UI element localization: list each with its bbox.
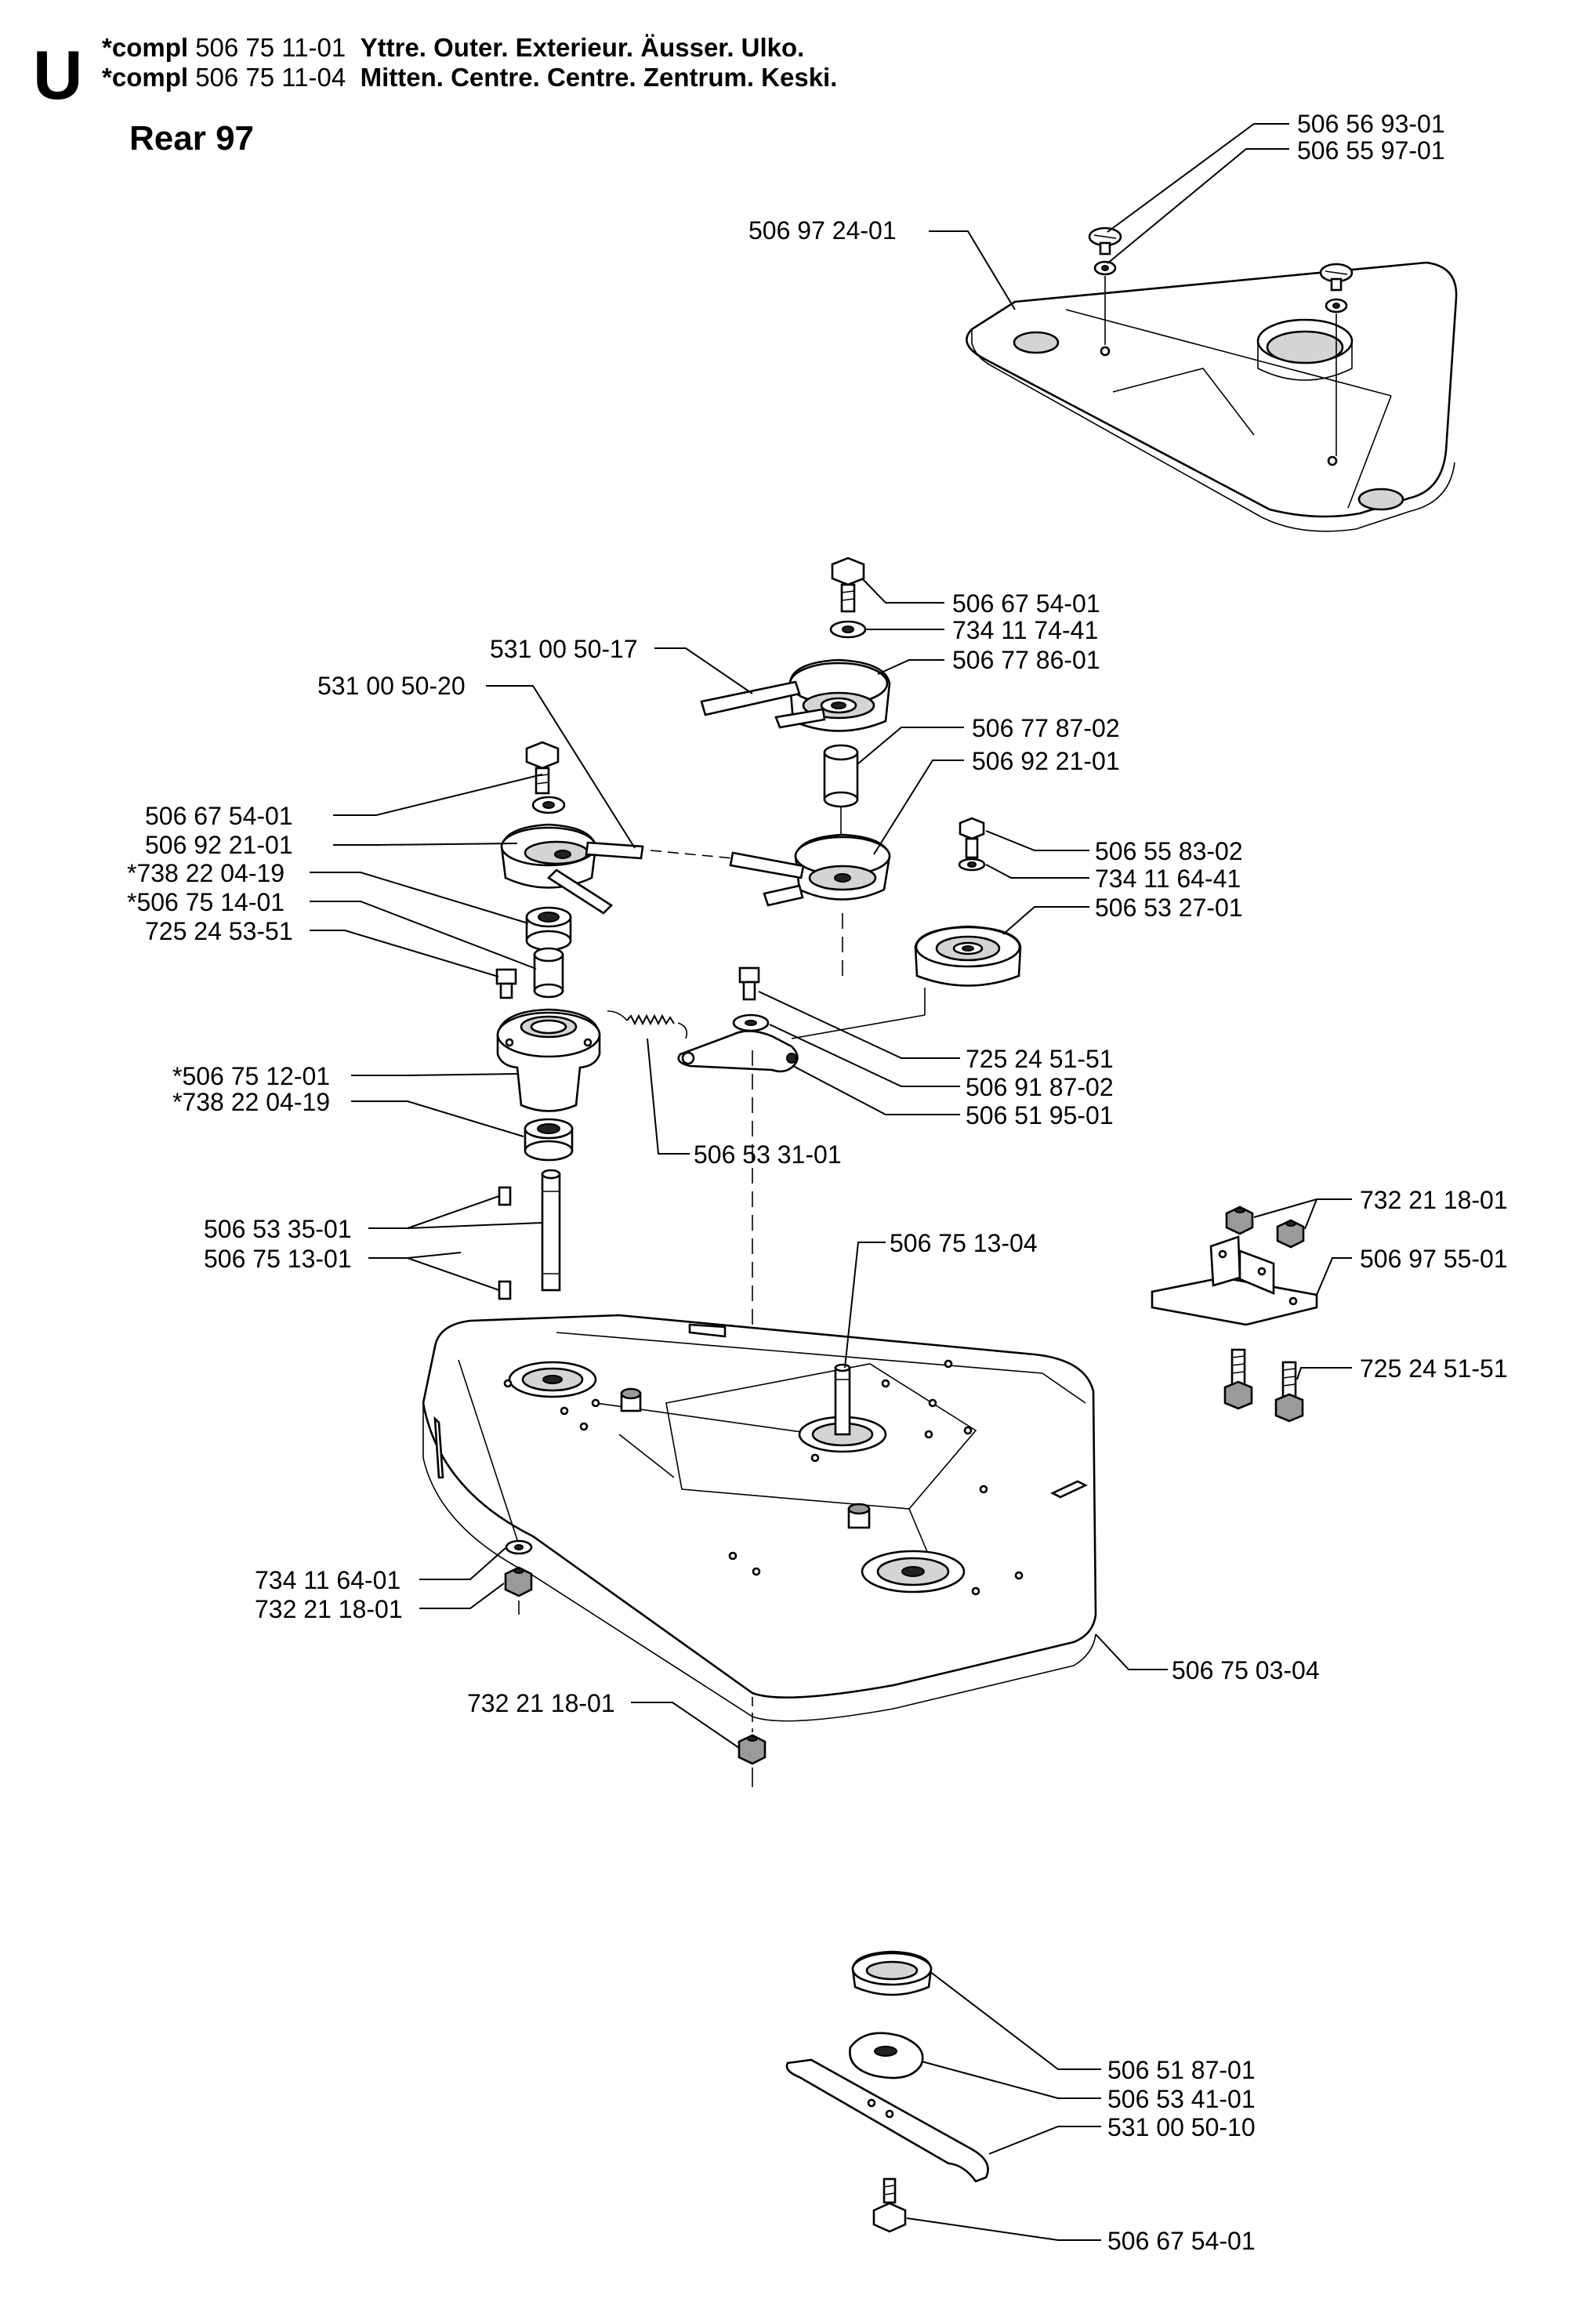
label-506-77-87-02: 506 77 87-02 — [972, 714, 1120, 742]
label-725-24-51-51-bracket: 725 24 51-51 — [1360, 1354, 1508, 1383]
underside-nut-left — [504, 1566, 533, 1615]
label-725-24-53-51: 725 24 53-51 — [145, 917, 293, 945]
center-bolt — [829, 557, 867, 639]
idler-arm — [677, 1013, 799, 1073]
bracket-nut-right — [1276, 1219, 1305, 1249]
label-506-55-83-02: 506 55 83-02 — [1095, 837, 1243, 865]
label-531-00-50-20: 531 00 50-20 — [317, 672, 466, 700]
label-732-21-18-01-underside: 732 21 18-01 — [255, 1595, 403, 1623]
label-734-11-64-01: 734 11 64-01 — [255, 1566, 400, 1594]
mounting-bracket — [1151, 1235, 1318, 1326]
left-bearing-upper — [525, 906, 572, 952]
header-line-2-number: 506 75 11-04 — [195, 63, 346, 92]
lower-center-pulley — [729, 833, 891, 980]
label-506-75-13-01: 506 75 13-01 — [204, 1245, 352, 1273]
label-531-00-50-17: 531 00 50-17 — [490, 635, 638, 663]
label-506-51-95-01: 506 51 95-01 — [966, 1101, 1114, 1129]
label-506-92-21-01-left: 506 92 21-01 — [145, 831, 293, 859]
label-531-00-50-10: 531 00 50-10 — [1107, 2113, 1256, 2141]
bracket-bolt-right — [1274, 1361, 1304, 1423]
label-506-92-21-01-center: 506 92 21-01 — [972, 747, 1120, 775]
header-line-1-prefix: *compl — [102, 33, 189, 62]
left-bolt — [525, 741, 566, 814]
upper-center-pulley — [700, 658, 891, 732]
left-pulley — [500, 823, 734, 915]
header-line-1-text: Yttre. Outer. Exterieur. Äusser. Ulko. — [360, 33, 805, 62]
label-506-77-86-01: 506 77 86-01 — [952, 646, 1100, 674]
bracket-bolt-left — [1223, 1348, 1253, 1410]
label-732-21-18-01-bracket: 732 21 18-01 — [1360, 1186, 1508, 1214]
left-spindle-shaft — [541, 1169, 561, 1292]
label-738-22-04-19-lower: *738 22 04-19 — [172, 1088, 330, 1116]
label-506-53-27-01: 506 53 27-01 — [1095, 894, 1243, 922]
diagram-subtitle: Rear 97 — [129, 119, 255, 158]
label-506-97-55-01: 506 97 55-01 — [1360, 1245, 1508, 1273]
header-line-2: *compl 506 75 11-04 Mitten. Centre. Cent… — [102, 63, 837, 92]
label-734-11-74-41: 734 11 74-41 — [952, 616, 1098, 644]
label-506-91-87-02: 506 91 87-02 — [966, 1073, 1114, 1101]
idler-bolt — [738, 966, 760, 1001]
left-spindle-housing — [496, 1008, 601, 1112]
idler-connector-line — [791, 1014, 926, 1039]
center-spacer — [823, 744, 859, 835]
underside-nut-center — [738, 1697, 767, 1787]
section-letter: U — [33, 36, 83, 114]
top-cover-drawing — [966, 261, 1458, 532]
mower-blade — [785, 2058, 989, 2183]
label-506-67-54-01-top: 506 67 54-01 — [952, 589, 1100, 618]
underside-washer — [505, 1539, 533, 1555]
blade-hub — [849, 2032, 924, 2079]
shaft-keys — [498, 1186, 512, 1300]
header-line-1: *compl 506 75 11-01 Yttre. Outer. Exteri… — [102, 33, 804, 63]
label-506-67-54-01-left: 506 67 54-01 — [145, 802, 293, 830]
label-506-53-35-01: 506 53 35-01 — [204, 1215, 352, 1243]
label-738-22-04-19-upper: *738 22 04-19 — [127, 859, 284, 887]
header-line-1-number: 506 75 11-01 — [195, 33, 346, 62]
label-506-67-54-01-blade: 506 67 54-01 — [1107, 2227, 1256, 2255]
label-725-24-51-51-center: 725 24 51-51 — [966, 1045, 1114, 1073]
header-line-2-prefix: *compl — [102, 63, 189, 92]
cover-knob-right — [1319, 263, 1354, 456]
label-506-55-97-01: 506 55 97-01 — [1297, 136, 1445, 165]
cover-knob-left — [1088, 227, 1122, 345]
label-732-21-18-01-center: 732 21 18-01 — [467, 1689, 615, 1717]
label-506-75-12-01: *506 75 12-01 — [172, 1062, 330, 1090]
header-line-2-text: Mitten. Centre. Centre. Zentrum. Keski. — [360, 63, 838, 92]
bracket-nut-left — [1225, 1206, 1254, 1235]
idler-pulley — [914, 925, 1022, 987]
idler-bolt-right — [958, 817, 986, 872]
label-506-53-41-01: 506 53 41-01 — [1107, 2085, 1256, 2113]
mower-deck — [422, 1314, 1097, 1722]
left-small-bolt — [495, 968, 517, 999]
label-506-51-87-01: 506 51 87-01 — [1107, 2056, 1256, 2084]
tension-spring — [607, 1010, 688, 1039]
blade-cup — [851, 1950, 933, 1996]
label-506-75-13-04: 506 75 13-04 — [890, 1229, 1038, 1257]
label-506-53-31-01: 506 53 31-01 — [694, 1140, 842, 1169]
center-spindle-shaft — [834, 1363, 851, 1436]
leader-lines — [310, 123, 1352, 2241]
label-506-75-14-01: *506 75 14-01 — [127, 888, 284, 916]
left-spacer — [533, 947, 564, 999]
label-506-97-24-01: 506 97 24-01 — [748, 216, 897, 245]
label-734-11-64-41: 734 11 64-41 — [1095, 865, 1241, 893]
blade-bolt — [872, 2177, 907, 2233]
label-506-75-03-04: 506 75 03-04 — [1172, 1656, 1320, 1684]
left-bearing-lower — [524, 1118, 574, 1162]
label-506-56-93-01: 506 56 93-01 — [1297, 110, 1445, 138]
